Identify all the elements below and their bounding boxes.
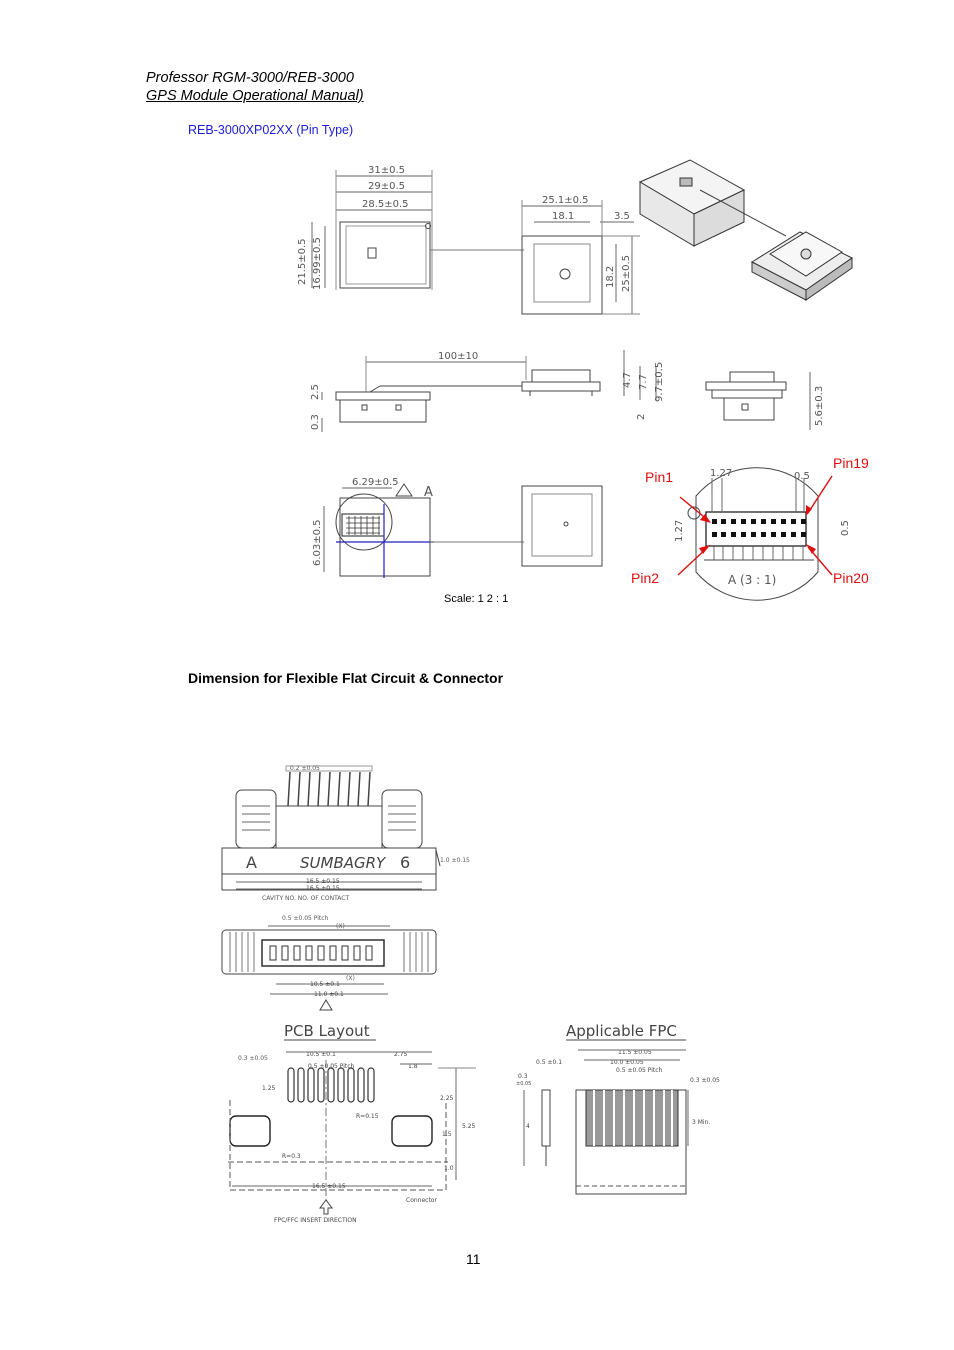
pcb-r-0-3: R=0.3 bbox=[282, 1153, 301, 1160]
pin19-label: Pin19 bbox=[833, 455, 869, 471]
fpc-title: Applicable FPC bbox=[566, 1022, 677, 1040]
fpc-dim-0-3-a: 0.3 bbox=[518, 1073, 528, 1080]
pcb-dim-2-25: 2.25 bbox=[440, 1095, 454, 1102]
connector-top-view: 0.5 ±0.05 Pitch (X) (X) 10.5 ±0.1 11.0 ±… bbox=[221, 915, 437, 1011]
dim-9-7: 9.7±0.5 bbox=[654, 362, 665, 402]
dim-28-5: 28.5±0.5 bbox=[362, 199, 409, 210]
conn-dim-0-2: 0.2 ±0.05 bbox=[290, 765, 320, 772]
contact-count-mark: 6 bbox=[400, 853, 410, 872]
dim-2-5: 2.5 bbox=[310, 384, 321, 400]
dim-16-99: 16.99±0.5 bbox=[312, 237, 323, 290]
pcb-dim-5-25: 5.25 bbox=[462, 1123, 476, 1130]
cavity-mark-a: A bbox=[246, 853, 257, 872]
cavity-caption: CAVITY NO. NO. OF CONTACT bbox=[262, 895, 349, 902]
conn-pitch: 0.5 ±0.05 Pitch bbox=[282, 915, 329, 922]
dim-25-1: 25.1±0.5 bbox=[542, 195, 589, 206]
drawing-scale: Scale: 1 2 : 1 bbox=[444, 593, 509, 605]
fpc-dim-0-3-c: 0.3 ±0.05 bbox=[690, 1077, 720, 1084]
fpc-dim-11-5: 11.5 ±0.05 bbox=[618, 1049, 652, 1056]
dim-1-27-side: 1.27 bbox=[674, 520, 685, 542]
pcb-dim-1-0: 1.0 bbox=[444, 1165, 454, 1172]
dim-0-3: 0.3 bbox=[310, 414, 321, 430]
pcb-dim-1-5: 1.5 bbox=[442, 1131, 452, 1138]
connector-front-view: 0.2 ±0.05 A SUMBAGRY 6 1.0 ±0.15 16.5 ±0… bbox=[221, 765, 470, 902]
conn-x-bottom: (X) bbox=[346, 975, 355, 982]
conn-dim-16-5-a: 16.5 ±0.15 bbox=[306, 878, 340, 885]
module-isometric-view bbox=[638, 159, 853, 301]
dim-18-1: 18.1 bbox=[552, 211, 574, 222]
fpc-dim-4: 4 bbox=[526, 1123, 530, 1130]
fpc-min-length: 3 Min. bbox=[692, 1119, 710, 1126]
section-title: Dimension for Flexible Flat Circuit & Co… bbox=[188, 670, 504, 686]
pcb-dim-1-25: 1.25 bbox=[262, 1085, 276, 1092]
pcb-dim-16-5: 16.5 ±0.15 bbox=[312, 1183, 346, 1190]
pcb-connector-label: Connector bbox=[406, 1197, 437, 1204]
conn-dim-16-5-b: 16.5 ±0.15 bbox=[306, 885, 340, 892]
pcb-dim-2-75: 2.75 bbox=[394, 1051, 408, 1058]
dim-2: 2 bbox=[636, 414, 647, 420]
dim-21-5: 21.5±0.5 bbox=[297, 238, 308, 285]
dim-29: 29±0.5 bbox=[368, 181, 405, 192]
module-side-view: 100±10 2.5 0.3 4.7 7.7 9.7±0.5 2 5.6±0.3 bbox=[310, 350, 825, 432]
dim-100: 100±10 bbox=[438, 351, 478, 362]
pcb-dim-10-5: 10.5 ±0.1 bbox=[306, 1051, 336, 1058]
dim-0-5-top: 0.5 bbox=[794, 471, 810, 482]
dim-5-6: 5.6±0.3 bbox=[814, 386, 825, 426]
pcb-dim-1-8: 1.8 bbox=[408, 1063, 418, 1070]
fpc-dim-10-0: 10.0 ±0.05 bbox=[610, 1059, 644, 1066]
fpc-pitch: 0.5 ±0.05 Pitch bbox=[616, 1067, 663, 1074]
pin2-label: Pin2 bbox=[631, 570, 660, 586]
dim-31: 31±0.5 bbox=[368, 165, 405, 176]
dim-6-29: 6.29±0.5 bbox=[352, 477, 399, 488]
dim-3-5: 3.5 bbox=[614, 211, 630, 222]
pin20-label: Pin20 bbox=[833, 570, 869, 586]
page-number: 11 bbox=[466, 1251, 481, 1267]
dim-0-5-side: 0.5 bbox=[840, 520, 851, 536]
conn-dim-1-0: 1.0 ±0.15 bbox=[440, 857, 470, 864]
pcb-layout: PCB Layout 0.3 ±0.05 10.5 ±0.1 0.5 ±0.05… bbox=[228, 1022, 476, 1224]
drawing-subtitle: REB-3000XP02XX (Pin Type) bbox=[188, 123, 354, 137]
detail-mark-a: A bbox=[424, 485, 433, 500]
applicable-fpc: Applicable FPC 11.5 ±0.05 0.5 ±0.1 10.0 … bbox=[516, 1022, 720, 1195]
pcb-r-0-15: R=0.15 bbox=[356, 1113, 379, 1120]
header-line-2: GPS Module Operational Manual) bbox=[146, 88, 364, 104]
dim-25: 25±0.5 bbox=[621, 255, 632, 292]
dim-6-03: 6.03±0.5 bbox=[312, 519, 323, 566]
conn-dim-10-5: 10.5 ±0.1 bbox=[310, 981, 340, 988]
pcb-dim-0-3: 0.3 ±0.05 bbox=[238, 1055, 268, 1062]
dim-18-2: 18.2 bbox=[605, 266, 616, 288]
module-bottom-view: 6.29±0.5 A 6.03±0.5 bbox=[312, 477, 603, 578]
pin1-label: Pin1 bbox=[645, 469, 674, 485]
dim-7-7: 7.7 bbox=[638, 374, 649, 390]
pin-header-detail: 1.27 0.5 1.27 0.5 A (3 : 1) bbox=[674, 467, 851, 601]
pcb-pitch: 0.5 ±0.05 Pitch bbox=[308, 1063, 355, 1070]
dim-4-7: 4.7 bbox=[622, 372, 633, 388]
pcb-layout-title: PCB Layout bbox=[284, 1022, 370, 1040]
document-header: Professor RGM-3000/REB-3000 GPS Module O… bbox=[146, 69, 364, 105]
dim-1-27-top: 1.27 bbox=[710, 468, 732, 479]
conn-dim-11-0: 11.0 ±0.1 bbox=[314, 991, 344, 998]
module-top-view: 31±0.5 29±0.5 28.5±0.5 21.5±0.5 16.99±0.… bbox=[297, 165, 640, 315]
fpc-dim-0-3-b: ±0.05 bbox=[516, 1081, 531, 1087]
pcb-insert-direction: FPC/FFC INSERT DIRECTION bbox=[274, 1217, 357, 1224]
fpc-dim-0-5: 0.5 ±0.1 bbox=[536, 1059, 562, 1066]
brand-mark: SUMBAGRY bbox=[300, 854, 387, 872]
header-line-1: Professor RGM-3000/REB-3000 bbox=[146, 70, 354, 86]
detail-scale-label: A (3 : 1) bbox=[728, 573, 776, 587]
